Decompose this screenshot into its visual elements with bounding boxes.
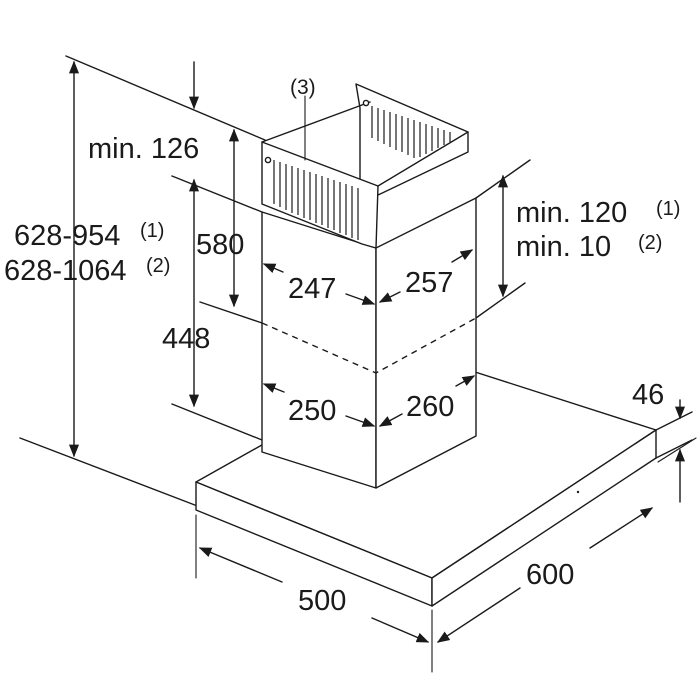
- bracket-back-plate: [355, 83, 469, 197]
- lower-depth-arrow-left: [378, 413, 403, 427]
- lower-chimney-reference-line: [171, 403, 263, 441]
- canopy-width-label: 600: [526, 559, 574, 591]
- part-ref-label: (3): [290, 76, 316, 99]
- height-range-1-note: (1): [140, 220, 164, 242]
- lower-depth-arrow-right: [455, 375, 476, 387]
- bottom-left-reference-line: [19, 437, 201, 508]
- upper-depth-arrow-left: [378, 291, 401, 303]
- upper-depth-arrow-right: [451, 249, 474, 263]
- bracket-front-plate: [261, 141, 379, 249]
- canopy-thickness-label: 46: [632, 379, 664, 411]
- height-range-2-note: (2): [146, 255, 170, 277]
- height-range-2-label: 628-1064: [4, 255, 127, 287]
- front-grille: [273, 160, 359, 240]
- top-reference-line: [65, 55, 266, 141]
- lower-depth-label: 260: [406, 391, 454, 423]
- mid-reference-line: [199, 301, 263, 324]
- chimney-front-face: [261, 211, 377, 489]
- upper-chimney-height-label: 580: [196, 229, 244, 261]
- thickness-ref-bottom: [655, 439, 693, 459]
- lower-width-arrow-right: [345, 415, 376, 427]
- chimney-split-dashed-line: [261, 317, 477, 374]
- mounting-bracket: [261, 83, 469, 249]
- ceiling-clearance-2-note: (2): [638, 232, 662, 254]
- width-arrow-right: [589, 507, 654, 549]
- lower-width-arrow-left: [262, 383, 285, 393]
- lower-chimney-height-label: 448: [162, 323, 210, 355]
- chimney-side-face: [375, 197, 477, 489]
- upper-chimney-reference-line: [171, 175, 263, 213]
- depth-arrow-left: [198, 547, 283, 583]
- bracket-top-edge: [377, 131, 469, 187]
- canopy-depth-label: 500: [298, 585, 346, 617]
- lower-width-label: 250: [288, 395, 336, 427]
- chimney: [261, 197, 477, 489]
- upper-depth-label: 257: [405, 267, 453, 299]
- ceiling-clearance-2-label: min. 10: [516, 231, 611, 263]
- back-grille: [371, 106, 451, 158]
- bracket-inner-edge: [261, 101, 371, 143]
- canopy-led-dot: [576, 490, 580, 494]
- width-ext-right: [657, 437, 697, 463]
- upper-width-arrow-left: [262, 263, 284, 274]
- upper-width-arrow-right: [345, 293, 376, 305]
- height-range-1-label: 628-954: [14, 220, 120, 252]
- depth-arrow-right: [371, 617, 430, 643]
- upper-width-label: 247: [288, 273, 336, 305]
- bracket-screw-hole-front: [264, 156, 272, 164]
- min-top-label: min. 126: [88, 133, 199, 165]
- ceiling-ref-line-bottom: [475, 282, 526, 319]
- width-arrow-left: [436, 587, 521, 643]
- ceiling-clearance-1-label: min. 120: [516, 197, 627, 229]
- thickness-ref-top: [655, 411, 693, 431]
- bracket-screw-hole-back: [362, 99, 370, 107]
- ceiling-clearance-1-note: (1): [656, 198, 680, 220]
